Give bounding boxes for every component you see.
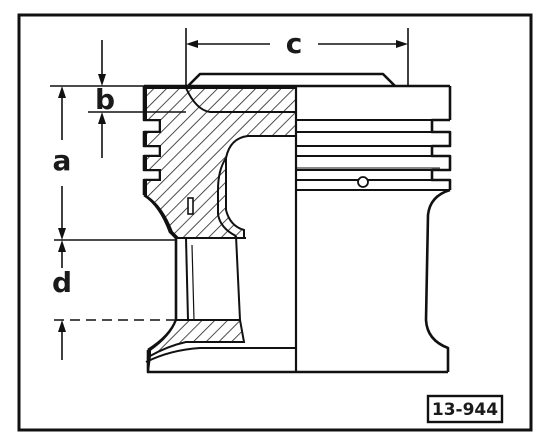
- crown-inner-curve: [185, 87, 296, 113]
- dimension-label-c: c: [286, 27, 303, 60]
- crown-section-hatch: [145, 87, 297, 239]
- figure-frame: [17, 13, 533, 432]
- ring-belt-lines: [296, 119, 450, 191]
- dimension-lines: [50, 28, 409, 360]
- inner-wall-lines: [145, 157, 296, 373]
- skirt-section-hatch: [149, 319, 246, 358]
- dimension-label-d: d: [52, 266, 72, 299]
- dimension-label-a: a: [53, 144, 72, 177]
- figure-ref-number: 13-944: [432, 400, 498, 420]
- ring-oil-hole: [357, 176, 369, 188]
- oil-hole-detail: [187, 197, 194, 215]
- dimension-label-b: b: [95, 83, 115, 116]
- figure-ref-box: [426, 394, 504, 424]
